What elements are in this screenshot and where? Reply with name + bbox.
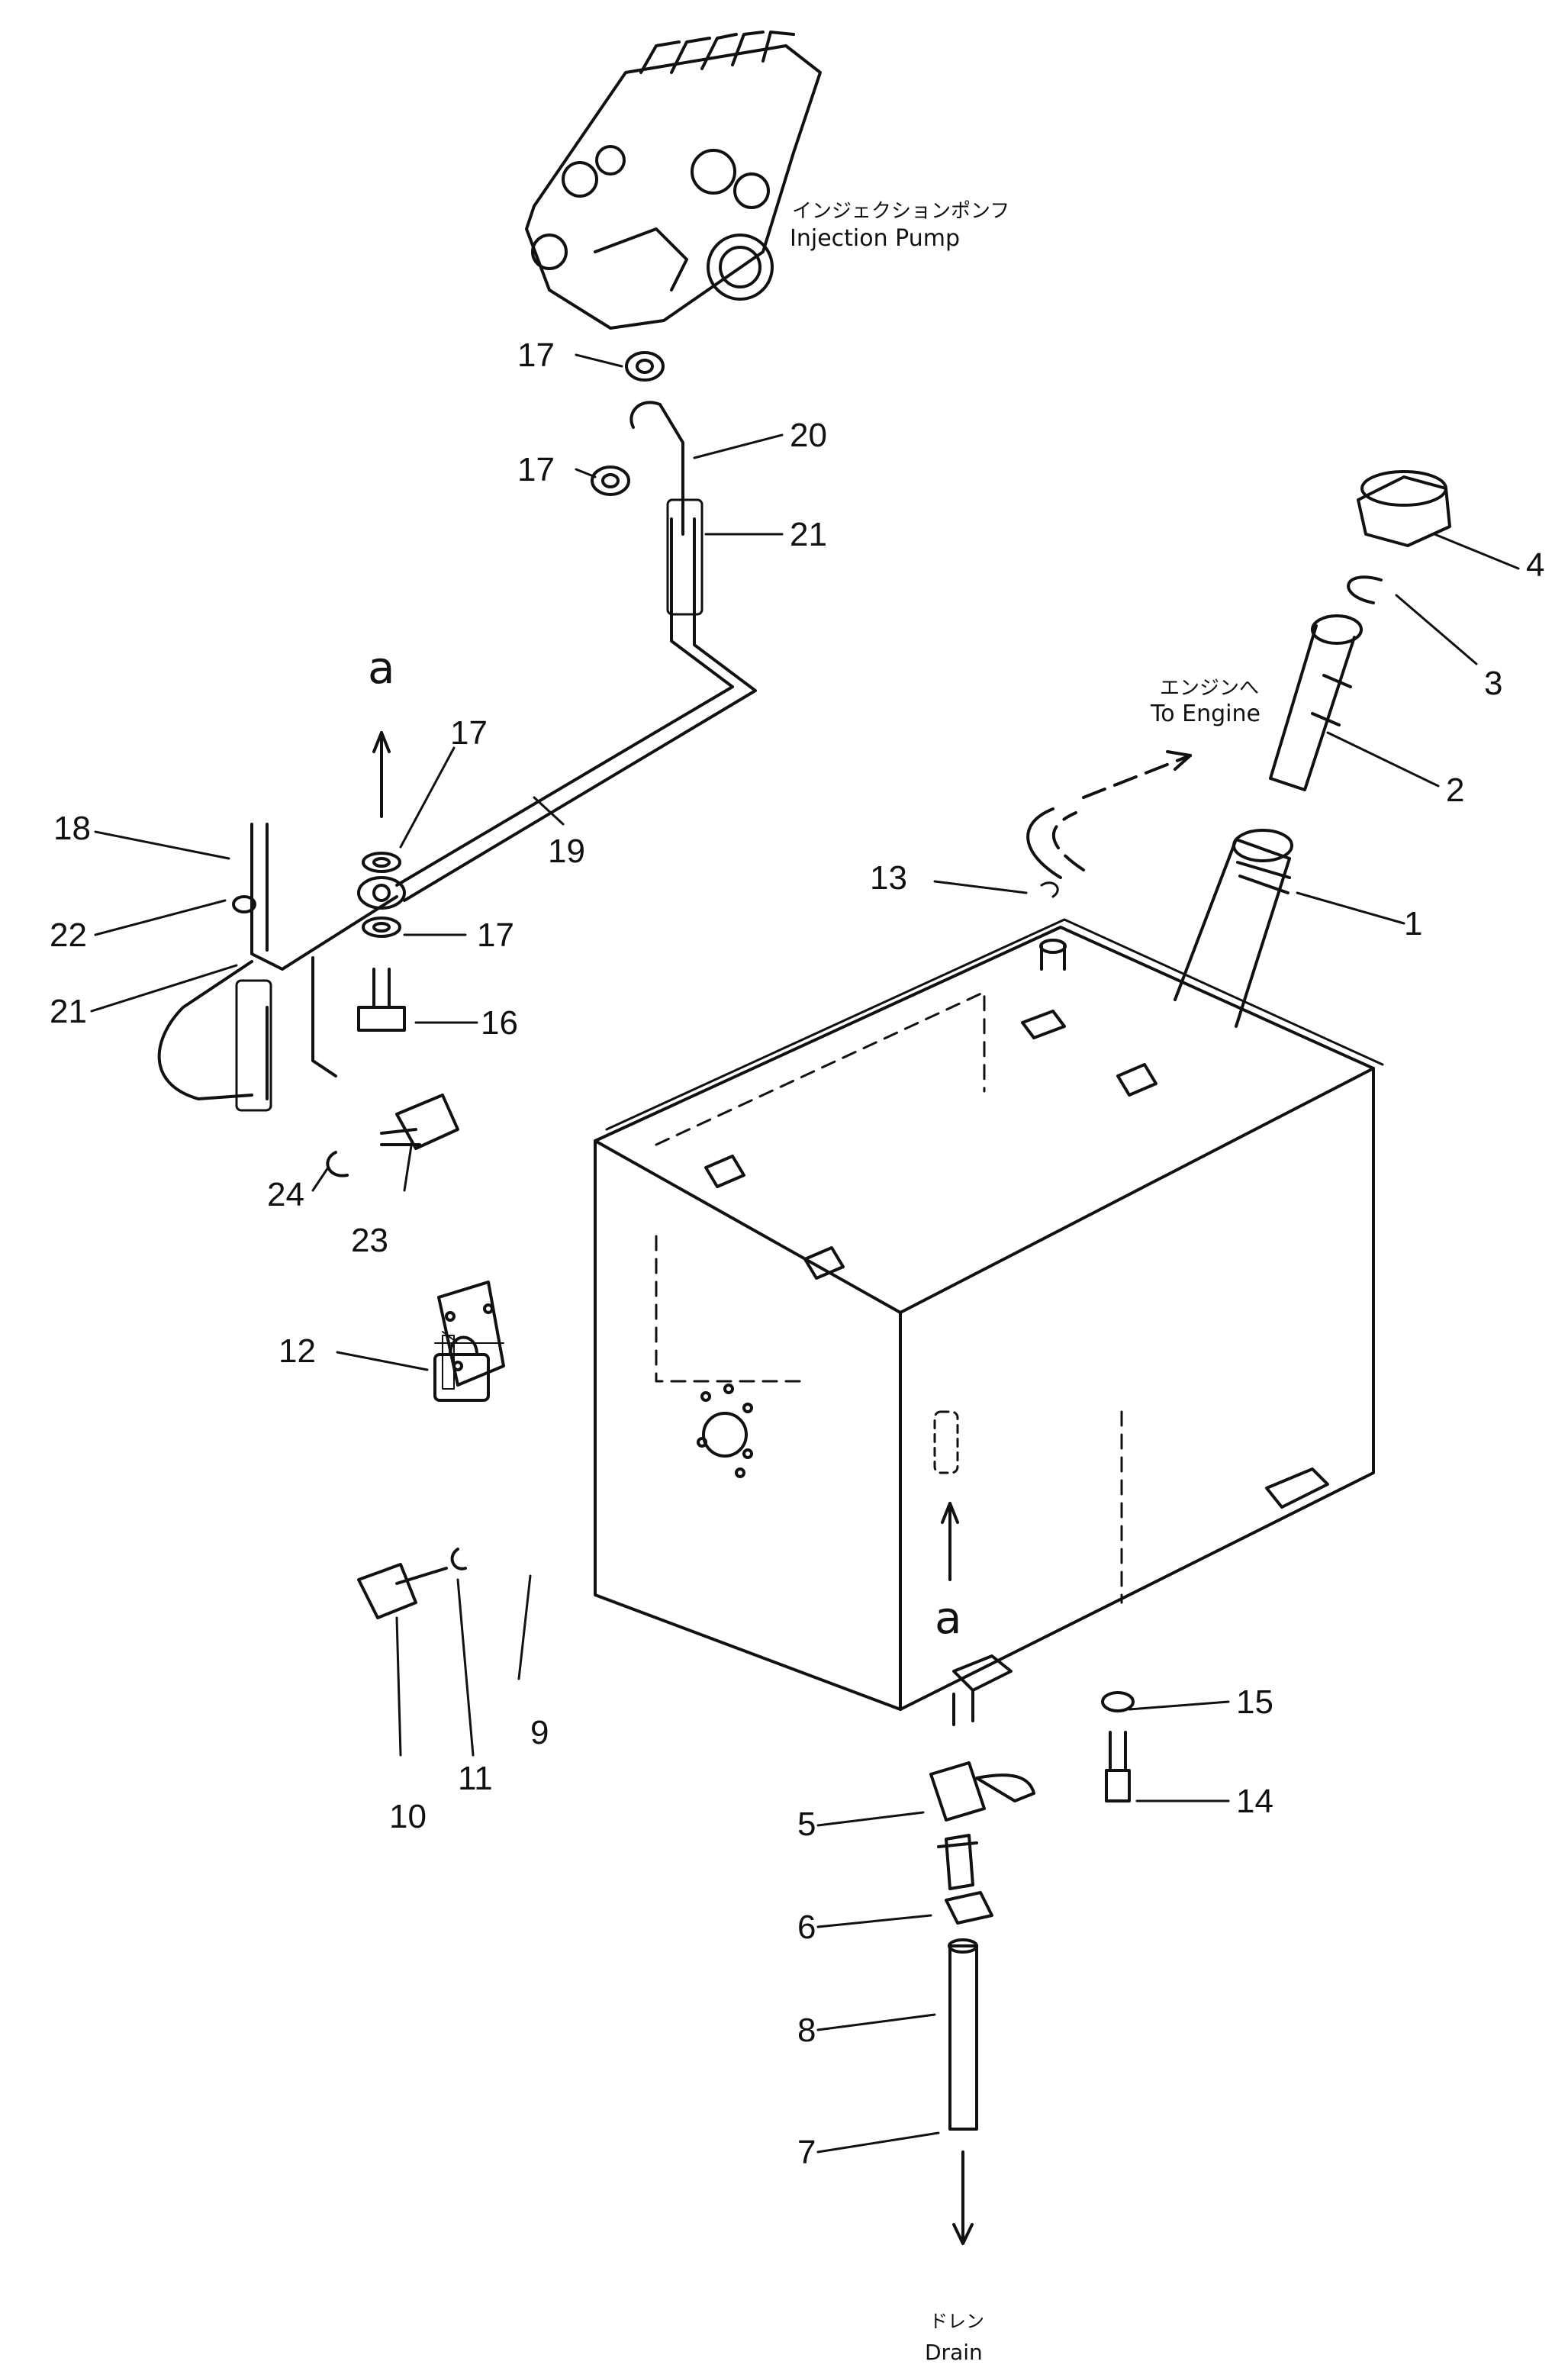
view-arrows-drawing [372,731,959,1581]
to-engine-caption-en: To Engine [1150,701,1261,727]
callout-17-d: 17 [477,917,514,954]
callout-21-a: 21 [790,516,827,553]
callout-8: 8 [797,2012,816,2049]
callout-16: 16 [481,1004,518,1042]
fuel-tank-drawing [594,829,1384,1726]
breather-hose-drawing [1026,750,1192,879]
injection-pump-drawing [525,31,822,330]
callout-7: 7 [797,2134,816,2171]
injection-pump-caption-jp: インジェクションポンフ [792,200,1009,223]
callout-17-c: 17 [450,714,488,752]
drain-caption-en: Drain [925,2340,983,2365]
callout-14: 14 [1236,1783,1273,1820]
callout-9: 9 [530,1714,549,1751]
fuel-lines-drawing [157,401,757,1112]
callout-11: 11 [458,1760,493,1797]
callout-22: 22 [50,917,87,954]
callout-18: 18 [53,810,91,847]
part-callouts: 1 2 3 4 5 6 7 8 9 10 11 12 13 14 15 16 1… [50,337,1544,2171]
callout-17-b: 17 [517,451,555,488]
injection-pump-caption-en: Injection Pump [790,225,960,252]
view-mark-a-bottom: a [935,1592,962,1644]
callout-1: 1 [1404,905,1422,942]
to-engine-caption-jp: エンジンへ [1160,677,1259,700]
small-parts-drawing [232,351,1135,2245]
callout-15: 15 [1236,1683,1273,1721]
callout-5: 5 [797,1806,816,1843]
callout-12: 12 [279,1332,316,1370]
drain-caption-jp: ドレン [929,2311,984,2332]
callout-19: 19 [548,833,585,870]
callout-10: 10 [389,1798,427,1835]
callout-17-a: 17 [517,337,555,374]
callout-4: 4 [1526,546,1544,584]
callout-3: 3 [1484,665,1502,702]
callout-13: 13 [870,859,907,897]
view-mark-a-top: a [368,642,395,694]
captions: インジェクションポンフ Injection Pump エンジンへ To Engi… [368,200,1261,2365]
filler-parts-drawing [1269,470,1451,791]
callout-6: 6 [797,1909,816,1946]
callout-20: 20 [790,417,827,454]
leader-lines [90,353,1520,2154]
callout-24: 24 [267,1176,304,1213]
callout-21-b: 21 [50,993,87,1030]
callout-23: 23 [351,1222,388,1259]
callout-2: 2 [1446,772,1464,809]
